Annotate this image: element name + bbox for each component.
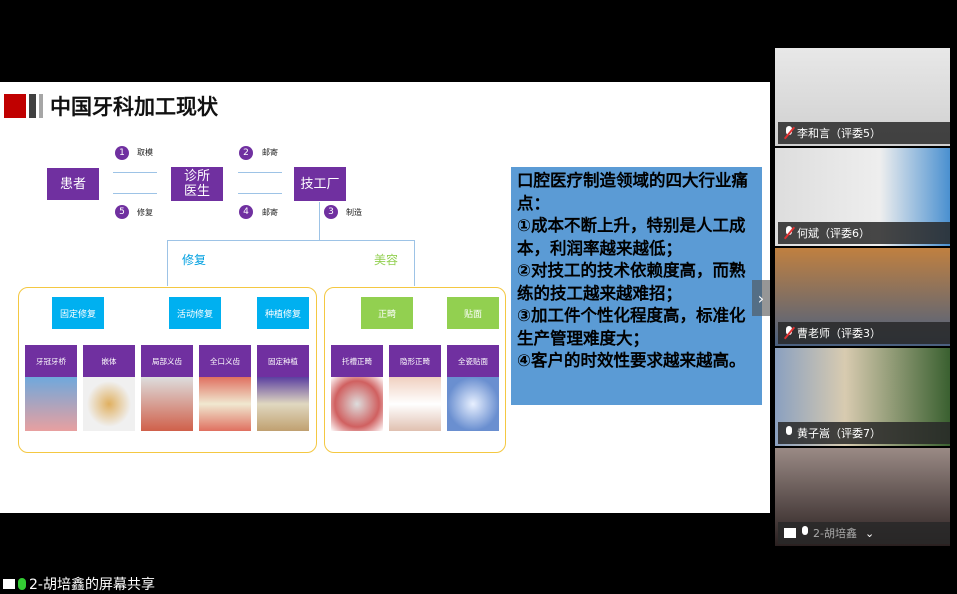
cosmetic-group — [324, 287, 506, 453]
step-number: 1 — [115, 146, 129, 160]
arrow-right — [113, 172, 157, 173]
title-decoration — [29, 94, 36, 118]
chevron-down-icon[interactable]: ⌄ — [864, 526, 875, 540]
veneer-image — [447, 377, 499, 431]
item-ceramic-veneer: 全瓷贴面 — [447, 345, 499, 431]
shared-slide: 中国牙科加工现状 患者 诊所 医生 技工厂 1 取模 2 邮寄 3 制造 4 邮… — [0, 82, 770, 513]
participant-tile[interactable]: 黄子嵩（评委7） — [775, 348, 950, 446]
item-fixed-implant: 固定种植 — [257, 345, 309, 431]
crown-image — [25, 377, 77, 431]
participant-tile[interactable]: 李和言（评委5） — [775, 48, 950, 146]
item-full-denture: 全口义齿 — [199, 345, 251, 431]
title-decoration — [39, 94, 43, 118]
participant-tile[interactable]: 曹老师（评委3） — [775, 248, 950, 346]
connector — [167, 240, 415, 241]
slide-title: 中国牙科加工现状 — [50, 95, 218, 119]
participant-name: 黄子嵩（评委7） — [797, 427, 881, 440]
category-ortho: 正畸 — [361, 297, 413, 329]
item-partial-denture: 局部义齿 — [141, 345, 193, 431]
participant-tile[interactable]: 何斌（评委6） — [775, 148, 950, 246]
connector — [319, 202, 320, 240]
arrow-right — [238, 172, 282, 173]
step-label: 修复 — [137, 208, 153, 217]
repair-group — [18, 287, 317, 453]
pain-point: ②对技工的技术依赖度高，而熟练的技工越来越难招； — [517, 261, 746, 303]
screen-share-icon — [3, 579, 15, 589]
connector — [167, 240, 168, 286]
item-crown-bridge: 牙冠牙桥 — [25, 345, 77, 431]
textbox-heading: 口腔医疗制造领域的四大行业痛点： — [517, 171, 748, 213]
screen-share-icon — [784, 528, 796, 538]
mic-icon — [784, 426, 793, 440]
patient-box: 患者 — [47, 168, 99, 200]
partial-denture-image — [141, 377, 193, 431]
category-removable: 活动修复 — [169, 297, 221, 329]
category-implant: 种植修复 — [257, 297, 309, 329]
participant-name: 曹老师（评委3） — [797, 327, 881, 340]
participant-name: 2-胡培鑫 — [813, 527, 857, 540]
pain-points-textbox: 口腔医疗制造领域的四大行业痛点： ①成本不断上升，特别是人工成本，利润率越来越低… — [511, 167, 762, 405]
step-label: 邮寄 — [262, 208, 278, 217]
branch-repair: 修复 — [182, 253, 207, 267]
branch-cosmetic: 美容 — [374, 253, 399, 267]
mic-muted-icon — [784, 226, 793, 240]
lab-box: 技工厂 — [294, 167, 346, 201]
braces-image — [331, 377, 383, 431]
category-veneer: 贴面 — [447, 297, 499, 329]
share-status-text: 2-胡培鑫的屏幕共享 — [29, 577, 155, 593]
item-inlay: 嵌体 — [83, 345, 135, 431]
pain-point: ③加工件个性化程度高，标准化生产管理难度大； — [517, 306, 746, 348]
pain-point: ①成本不断上升，特别是人工成本，利润率越来越低； — [517, 216, 746, 258]
participant-name: 李和言（评委5） — [797, 127, 881, 140]
connector — [414, 240, 415, 286]
implant-image — [257, 377, 309, 431]
step-label: 制造 — [346, 208, 362, 217]
arrow-left — [113, 193, 157, 194]
share-status: 2-胡培鑫的屏幕共享 — [3, 574, 155, 594]
mic-active-icon — [18, 578, 26, 590]
full-denture-image — [199, 377, 251, 431]
arrow-left — [238, 193, 282, 194]
participant-name: 何斌（评委6） — [797, 227, 870, 240]
category-fixed: 固定修复 — [52, 297, 104, 329]
item-bracket-ortho: 托槽正畸 — [331, 345, 383, 431]
step-label: 取模 — [137, 148, 153, 157]
clinic-box: 诊所 医生 — [171, 167, 223, 201]
pain-point: ④客户的时效性要求越来越高。 — [517, 351, 746, 370]
title-decoration — [4, 94, 26, 118]
inlay-image — [83, 377, 135, 431]
mic-muted-icon — [784, 326, 793, 340]
step-label: 邮寄 — [262, 148, 278, 157]
step-number: 3 — [324, 205, 338, 219]
step-number: 4 — [239, 205, 253, 219]
step-number: 5 — [115, 205, 129, 219]
participant-tile[interactable]: 2-胡培鑫 ⌄ — [775, 448, 950, 546]
mic-muted-icon — [784, 126, 793, 140]
mic-active-icon — [800, 526, 809, 540]
item-invisible-ortho: 隐形正畸 — [389, 345, 441, 431]
chevron-right-icon[interactable]: › — [752, 280, 770, 316]
step-number: 2 — [239, 146, 253, 160]
aligner-image — [389, 377, 441, 431]
